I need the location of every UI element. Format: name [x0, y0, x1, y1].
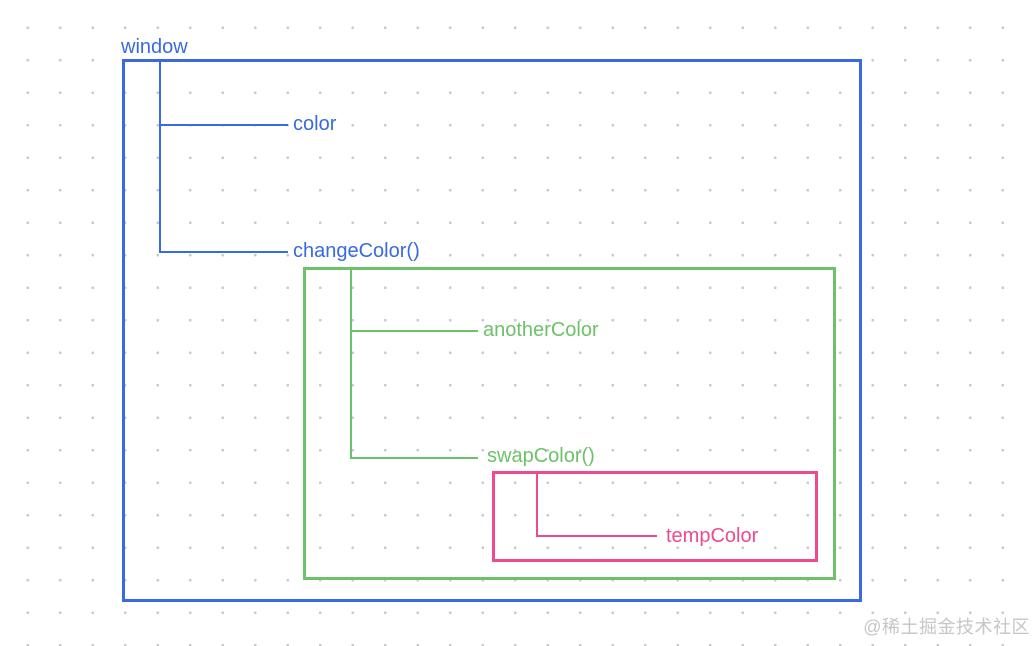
anothercolor-variable-label: anotherColor [483, 319, 599, 341]
connector-color-line [159, 124, 288, 126]
changecolor-scope-box [303, 267, 836, 580]
window-scope-box [122, 59, 862, 602]
connector-changecolor-line [159, 251, 288, 253]
changecolor-tree-trunk-line [350, 270, 352, 459]
swapcolor-function-label: swapColor() [487, 445, 595, 467]
window-tree-trunk-line [159, 62, 161, 253]
connector-tempcolor-line [536, 535, 657, 537]
window-scope-label: window [121, 36, 188, 58]
connector-swapcolor-line [350, 457, 478, 459]
watermark-text: @稀土掘金技术社区 [863, 617, 1030, 637]
connector-anothercolor-line [350, 330, 478, 332]
swapcolor-scope-box [492, 471, 818, 562]
swapcolor-tree-trunk-line [536, 474, 538, 537]
changecolor-function-label: changeColor() [293, 240, 420, 262]
color-variable-label: color [293, 113, 337, 135]
tempcolor-variable-label: tempColor [666, 525, 759, 547]
